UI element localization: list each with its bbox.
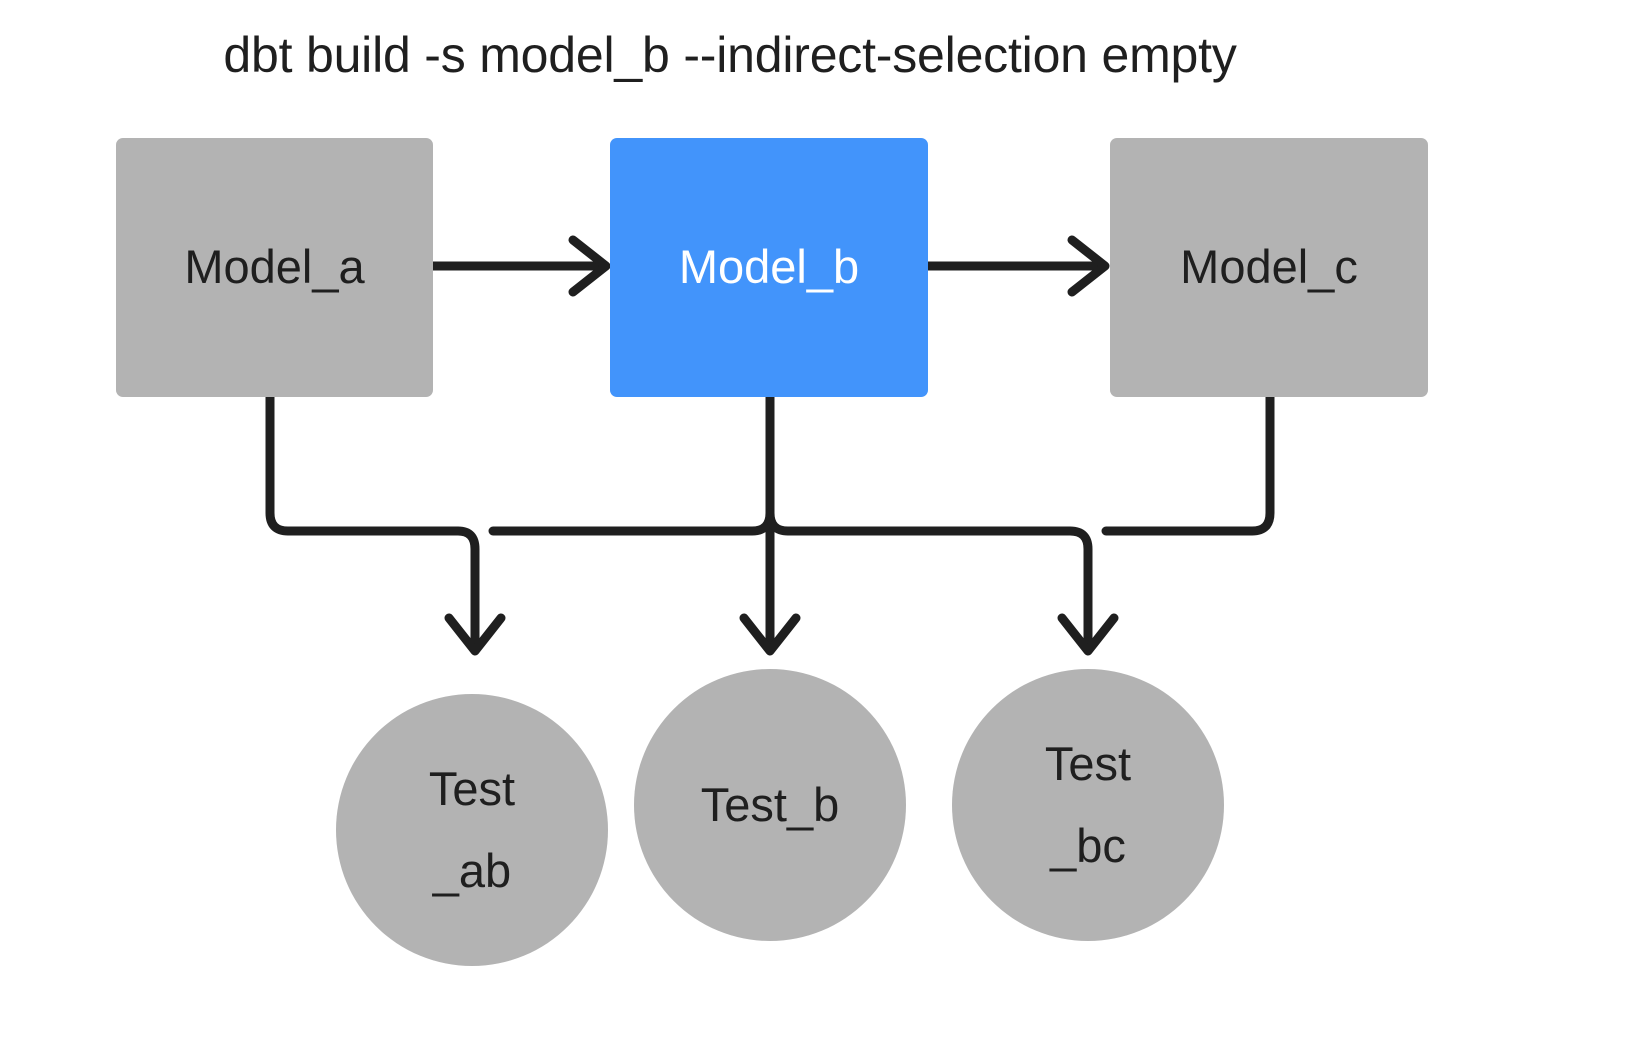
node-model-a[interactable]: Model_a [116, 138, 433, 397]
node-test-ab-label-line1: Test [428, 761, 516, 815]
diagram-title: dbt build -s model_b --indirect-selectio… [223, 27, 1237, 83]
node-test-bc-label-line1: Test [1044, 736, 1132, 790]
node-test-ab-label-line2: _ab [432, 844, 512, 897]
node-model-a-label: Model_a [184, 240, 365, 294]
node-test-b-label-line1: Test_b [700, 777, 840, 831]
node-model-b-label: Model_b [678, 240, 860, 294]
node-test-ab[interactable]: Test _ab [336, 694, 608, 966]
node-test-bc-label-line2: _bc [1050, 819, 1126, 872]
node-test-bc[interactable]: Test _bc [952, 669, 1224, 941]
node-model-b[interactable]: Model_b [610, 138, 928, 397]
node-test-b[interactable]: Test_b [634, 669, 906, 941]
node-model-c-label: Model_c [1180, 240, 1358, 294]
node-model-c[interactable]: Model_c [1110, 138, 1428, 397]
